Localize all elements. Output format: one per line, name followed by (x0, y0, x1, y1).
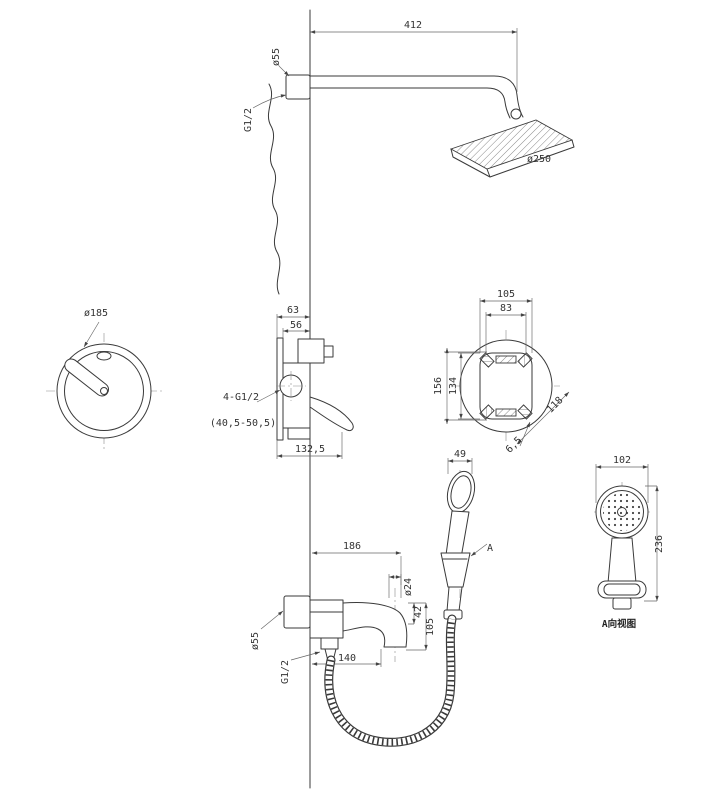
dia55-top-leader (278, 65, 290, 77)
rain-shower-head: ø250 (449, 119, 575, 178)
ports-leader (256, 389, 281, 403)
dia185-label: ø185 (84, 308, 108, 319)
arm-ball-joint (510, 108, 522, 120)
valve-port-crosshair (276, 371, 306, 401)
pad-size-leader (519, 421, 531, 447)
dim-156-label: 156 (433, 377, 444, 395)
trim-top-slot (96, 351, 112, 361)
tub-spout-assembly: 186 ø24 42 105 140 ø55 G1/2 (250, 541, 436, 684)
spout-escutcheon (283, 595, 311, 629)
dim-42-extensions (408, 602, 426, 625)
break-wavy-line (267, 83, 281, 295)
holder-stem (446, 586, 463, 612)
g12-bottom-label: G1/2 (280, 660, 291, 684)
dim-1325-label: 132,5 (295, 444, 325, 455)
dim-105-label: 105 (497, 289, 515, 300)
dia24-label: ø24 (403, 578, 414, 596)
dim-49-label: 49 (454, 449, 466, 460)
spout-diverter (320, 637, 339, 650)
dim-156-extensions (444, 351, 487, 421)
dim-118-line (516, 391, 570, 445)
holder-cup (440, 552, 471, 588)
rough-pad-bottom-left (479, 404, 495, 420)
spout-pipe (342, 602, 408, 648)
hand-bracket-inner (603, 583, 641, 596)
head-face (449, 119, 574, 170)
mixer-trim-front-view: ø185 (46, 308, 162, 449)
hand-face-center (617, 507, 627, 517)
shower-hose (324, 614, 457, 747)
dim-105-extensions (479, 298, 533, 353)
depth-range-label: (40,5-50,5) (210, 418, 276, 429)
rough-pad-top-right (517, 352, 533, 368)
hose-ribs (325, 618, 456, 746)
trim-handle-pivot (100, 387, 108, 395)
hand-shower-head-side (446, 470, 476, 514)
rough-pad-top-left (479, 352, 495, 368)
mixer-valve-side-view: 63 56 4-G1/2 (40,5-50,5) 132,5 (210, 305, 354, 459)
shower-arm-assembly: 412 ø55 G1/2 (243, 20, 524, 132)
arm-outer-line (309, 75, 524, 118)
hand-handle-front (607, 537, 637, 584)
arm-inner-line (309, 87, 511, 119)
rough-slot-top (495, 355, 517, 364)
valve-foot (287, 427, 311, 440)
dim-63-label: 63 (287, 305, 299, 316)
head-dia-label: ø250 (527, 154, 551, 165)
hand-face-rim (600, 490, 644, 534)
spout-valve-body (309, 599, 344, 639)
dim-83-label: 83 (500, 303, 512, 314)
g12-bottom-leader (290, 651, 321, 661)
hand-bracket-nut (612, 597, 632, 610)
trim-handle-body (64, 358, 110, 397)
rough-slot-bottom (495, 408, 517, 417)
g12-top-label: G1/2 (243, 108, 254, 132)
dim-412-label: 412 (404, 20, 422, 31)
hand-handle-side (445, 510, 470, 559)
dim-102-label: 102 (613, 455, 631, 466)
hand-shower-holder-side-view: 49 A (440, 449, 493, 620)
ports-label: 4-G1/2 (223, 392, 259, 403)
trim-handle (64, 358, 110, 397)
dim-236-extensions (644, 485, 657, 602)
dia55-bottom-label: ø55 (250, 632, 261, 650)
valve-handle (309, 396, 354, 431)
g12-top-leader (252, 94, 287, 109)
view-arrow-line (470, 543, 488, 557)
pad-size-label: 6,5 (504, 435, 525, 456)
dim-134-label: 134 (448, 377, 459, 395)
dim-56-label: 56 (290, 320, 302, 331)
rough-in-front-view: 105 83 156 134 118 6,5 (433, 289, 570, 456)
dim-186-label: 186 (343, 541, 361, 552)
head-thickness-lines (450, 139, 575, 178)
hand-head-face-line (450, 475, 472, 509)
dim-83-extensions (485, 312, 527, 355)
hand-head-outline (446, 470, 476, 514)
hand-face-nozzles (603, 493, 641, 531)
view-caption: A向视图 (602, 618, 636, 630)
dia185-leader (83, 321, 100, 348)
dim-236-label: 236 (654, 535, 665, 553)
valve-top-port (297, 338, 325, 364)
view-arrow-label: A (487, 543, 493, 554)
arm-wall-flange (285, 74, 311, 100)
dim-102-extensions (595, 464, 649, 503)
dia55-top-label: ø55 (271, 48, 282, 66)
dim-42-label: 42 (413, 606, 424, 618)
hand-shower-front-view: 102 236 A向视图 (594, 455, 665, 630)
dia55-bottom-leader (260, 610, 284, 630)
dim-105sp-label: 105 (425, 618, 436, 636)
valve-top-stem (323, 345, 334, 358)
dim-140-label: 140 (338, 653, 356, 664)
